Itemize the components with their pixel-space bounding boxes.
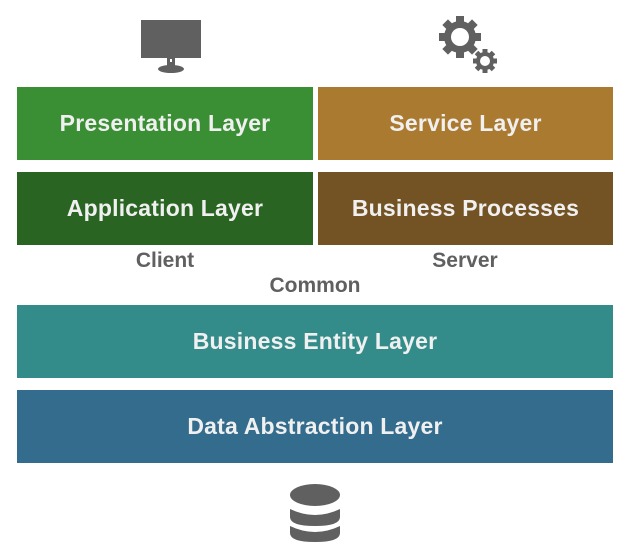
application-layer-box: Application Layer — [17, 172, 313, 245]
client-label: Client — [135, 249, 195, 272]
service-layer-box: Service Layer — [318, 87, 613, 160]
business-entity-layer-label: Business Entity Layer — [192, 328, 438, 354]
business-processes-box: Business Processes — [318, 172, 613, 245]
business-processes-label: Business Processes — [351, 195, 580, 221]
database-icon — [290, 484, 340, 542]
server-label: Server — [432, 249, 498, 272]
data-abstraction-layer-label: Data Abstraction Layer — [187, 413, 443, 439]
service-layer-label: Service Layer — [389, 110, 542, 136]
gears-icon — [439, 16, 497, 73]
monitor-icon — [141, 20, 201, 73]
presentation-layer-label: Presentation Layer — [59, 110, 271, 136]
presentation-layer-box: Presentation Layer — [17, 87, 313, 160]
application-layer-label: Application Layer — [66, 195, 264, 221]
business-entity-layer-box: Business Entity Layer — [17, 305, 613, 378]
common-label: Common — [269, 274, 361, 297]
data-abstraction-layer-box: Data Abstraction Layer — [17, 390, 613, 463]
